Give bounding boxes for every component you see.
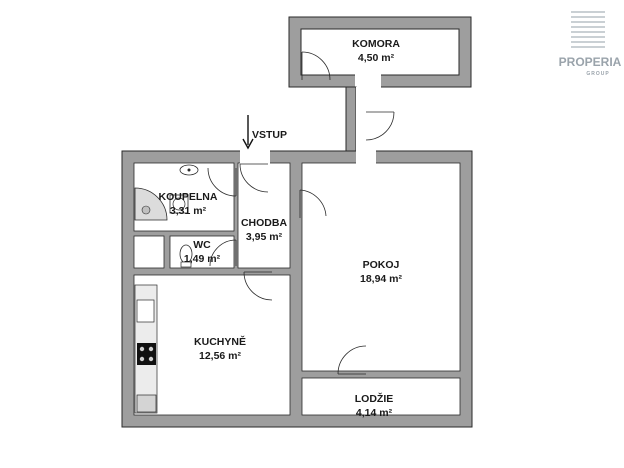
- komora-door: [301, 51, 331, 81]
- chodba-name: CHODBA: [241, 217, 287, 229]
- kitchen-sink-icon: [136, 299, 155, 323]
- connector-walls: [345, 86, 376, 158]
- brand-sub: GROUP: [586, 71, 609, 77]
- pokoj-area: 18,94 m²: [360, 273, 403, 285]
- fridge-icon: [136, 394, 157, 413]
- brand-name: PROPERIA: [559, 55, 622, 69]
- wc-name: WC: [193, 239, 211, 251]
- wc-area: 1,49 m²: [184, 253, 221, 265]
- logo-mark-icon: [571, 11, 605, 48]
- doors: [207, 163, 367, 375]
- pokoj-name: POKOJ: [363, 259, 400, 271]
- connector-gap: [356, 150, 376, 164]
- entrance-arrow: [242, 115, 254, 150]
- koupelna-name: KOUPELNA: [159, 191, 218, 203]
- stove-icon: [137, 343, 156, 365]
- lodzie-area: 4,14 m²: [356, 407, 393, 419]
- lodzie-name: LODŽIE: [355, 392, 394, 405]
- chodba-area: 3,95 m²: [246, 231, 283, 243]
- kuchyne-area: 12,56 m²: [199, 350, 242, 362]
- room-labels: KOMORA 4,50 m² KOUPELNA 3,31 m² CHODBA 3…: [159, 38, 403, 419]
- kuchyne-name: KUCHYNĚ: [194, 335, 246, 348]
- brand-logo: PROPERIA GROUP: [559, 11, 622, 77]
- room-interiors: [133, 162, 461, 416]
- connector-door: [365, 111, 395, 141]
- komora-name: KOMORA: [352, 38, 400, 50]
- entrance-gap: [240, 150, 270, 164]
- entrance-label: VSTUP: [252, 129, 287, 141]
- komora-area: 4,50 m²: [358, 52, 395, 64]
- fixtures: [134, 164, 199, 414]
- koupelna-area: 3,31 m²: [170, 205, 207, 217]
